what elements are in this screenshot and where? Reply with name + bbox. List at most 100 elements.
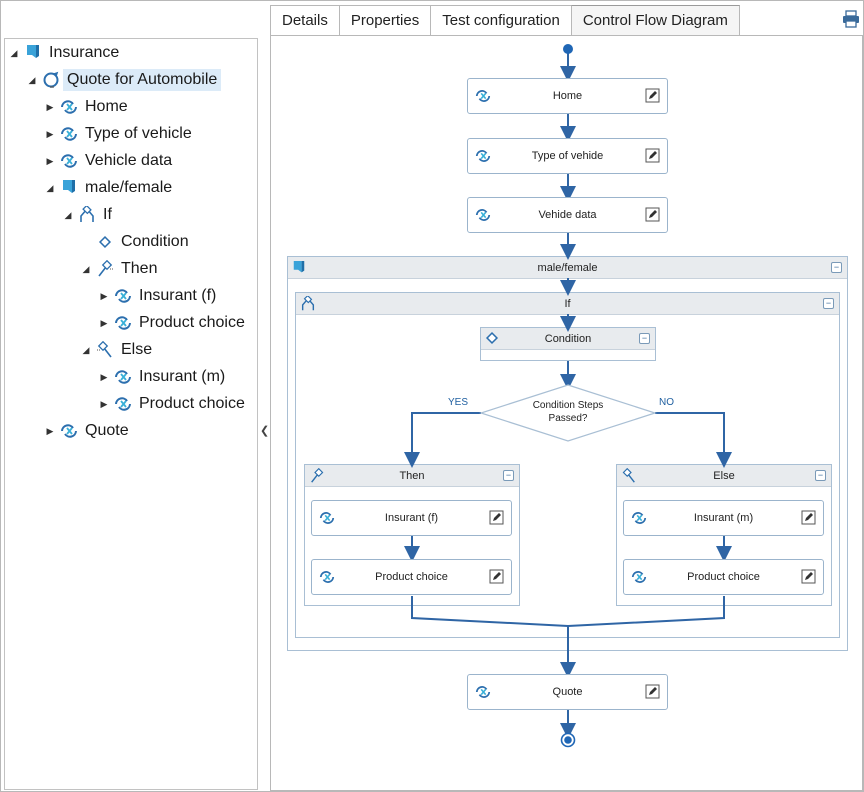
test-step-icon	[630, 569, 648, 587]
collapse-arrow-icon[interactable]: ◢	[82, 263, 90, 274]
tree-item-quote[interactable]: ▶ Quote	[43, 419, 133, 443]
expand-arrow-icon[interactable]: ▶	[100, 371, 108, 382]
control-flow-diagram: male/female − If − Condition − Then −	[270, 35, 863, 791]
tree-item-if[interactable]: ◢ If	[61, 203, 116, 227]
expand-arrow-icon[interactable]: ▶	[46, 101, 54, 112]
test-step-icon	[474, 88, 492, 106]
step-label: Insurant (m)	[693, 512, 754, 524]
tab-properties[interactable]: Properties	[338, 5, 432, 35]
collapse-icon[interactable]: −	[815, 470, 826, 481]
tree-item-label: If	[103, 206, 112, 223]
decision-line-1: Condition Steps	[532, 400, 604, 411]
step-type-of-vehicle[interactable]: Type of vehide	[467, 138, 668, 174]
test-step-icon	[113, 367, 133, 387]
panel-splitter[interactable]: ❮	[258, 38, 270, 790]
collapse-left-icon[interactable]: ❮	[260, 425, 270, 437]
step-product-choice-then[interactable]: Product choice	[311, 559, 512, 595]
tree-item-else[interactable]: ◢ Else	[79, 338, 156, 362]
tree-item-product-choice-else[interactable]: ▶ Product choice	[97, 392, 249, 416]
test-step-icon	[113, 313, 133, 333]
test-step-icon	[474, 684, 492, 702]
step-insurant-f[interactable]: Insurant (f)	[311, 500, 512, 536]
test-step-icon	[318, 510, 336, 528]
decision-diamond	[479, 384, 657, 442]
tree-item-home[interactable]: ▶ Home	[43, 95, 132, 119]
group-header: Condition −	[481, 328, 655, 350]
test-step-icon	[59, 151, 79, 171]
expand-arrow-icon[interactable]: ▶	[46, 128, 54, 139]
tree-item-label: Insurance	[49, 44, 120, 61]
tab-strip: Details Properties Test configuration Co…	[270, 5, 740, 35]
collapse-arrow-icon[interactable]: ◢	[46, 182, 54, 193]
tree-item-label: Product choice	[139, 314, 245, 331]
expand-arrow-icon[interactable]: ▶	[100, 398, 108, 409]
collapse-arrow-icon[interactable]: ◢	[10, 47, 18, 58]
tree-item-label: Insurant (f)	[139, 287, 217, 304]
tree-item-label: Home	[85, 98, 128, 115]
collapse-icon[interactable]: −	[831, 262, 842, 273]
tree-item-insurant-m[interactable]: ▶ Insurant (m)	[97, 365, 229, 389]
if-branch-icon	[300, 294, 316, 312]
tree-item-then[interactable]: ◢ Then	[79, 257, 161, 281]
tree-item-type-of-vehicle[interactable]: ▶ Type of vehicle	[43, 122, 196, 146]
test-step-icon	[474, 148, 492, 166]
tree-item-insurant-f[interactable]: ▶ Insurant (f)	[97, 284, 220, 308]
edit-icon[interactable]	[489, 510, 505, 526]
group-condition[interactable]: Condition −	[480, 327, 656, 361]
edit-icon[interactable]	[801, 510, 817, 526]
edit-icon[interactable]	[645, 88, 661, 104]
if-branch-icon	[77, 205, 97, 225]
tree-item-vehicle-data[interactable]: ▶ Vehicle data	[43, 149, 176, 173]
decision-label: Condition Steps Passed?	[509, 399, 627, 425]
edit-icon[interactable]	[645, 207, 661, 223]
edge-label-yes: YES	[448, 397, 469, 408]
test-step-icon	[113, 394, 133, 414]
then-branch-icon	[309, 467, 325, 484]
test-tree: ◢ Insurance ◢ Quote for Automobile ▶ Hom…	[4, 38, 258, 790]
collapse-icon[interactable]: −	[823, 298, 834, 309]
collapse-arrow-icon[interactable]: ◢	[28, 74, 36, 85]
expand-arrow-icon[interactable]: ▶	[46, 425, 54, 436]
collapse-icon[interactable]: −	[639, 333, 650, 344]
step-label: Home	[552, 90, 583, 102]
step-quote[interactable]: Quote	[467, 674, 668, 710]
edit-icon[interactable]	[645, 684, 661, 700]
tab-test-configuration[interactable]: Test configuration	[430, 5, 572, 35]
edit-icon[interactable]	[489, 569, 505, 585]
edit-icon[interactable]	[645, 148, 661, 164]
step-product-choice-else[interactable]: Product choice	[623, 559, 824, 595]
expand-arrow-icon[interactable]: ▶	[100, 317, 108, 328]
test-step-icon	[630, 510, 648, 528]
edit-icon[interactable]	[801, 569, 817, 585]
test-step-icon	[59, 97, 79, 117]
condition-diamond-icon	[95, 232, 115, 252]
test-step-icon	[318, 569, 336, 587]
tab-control-flow-diagram[interactable]: Control Flow Diagram	[570, 5, 740, 35]
collapse-arrow-icon[interactable]: ◢	[64, 209, 72, 220]
tree-item-label: Then	[121, 260, 158, 277]
tree-item-insurance[interactable]: ◢ Insurance	[7, 41, 123, 65]
else-branch-icon	[95, 340, 115, 360]
collapse-icon[interactable]: −	[503, 470, 514, 481]
tree-item-label: Type of vehicle	[85, 125, 192, 142]
tree-item-male-female[interactable]: ◢ male/female	[43, 176, 176, 200]
tree-item-product-choice-then[interactable]: ▶ Product choice	[97, 311, 249, 335]
tab-details[interactable]: Details	[270, 5, 340, 35]
flow-connectors	[404, 44, 732, 748]
step-insurant-m[interactable]: Insurant (m)	[623, 500, 824, 536]
edge-label-no: NO	[659, 397, 674, 408]
expand-arrow-icon[interactable]: ▶	[46, 155, 54, 166]
step-vehicle-data[interactable]: Vehide data	[467, 197, 668, 233]
tree-item-label: Product choice	[139, 395, 245, 412]
tree-item-quote-for-automobile[interactable]: ◢ Quote for Automobile	[25, 68, 222, 92]
test-case-icon	[41, 70, 61, 90]
collapse-arrow-icon[interactable]: ◢	[82, 344, 90, 355]
tree-item-label: Else	[121, 341, 153, 358]
print-icon[interactable]	[842, 10, 860, 28]
expand-arrow-icon[interactable]: ▶	[100, 290, 108, 301]
tree-item-condition[interactable]: Condition	[79, 230, 193, 254]
else-branch-icon	[621, 467, 637, 484]
module-icon	[23, 43, 43, 63]
step-home[interactable]: Home	[467, 78, 668, 114]
